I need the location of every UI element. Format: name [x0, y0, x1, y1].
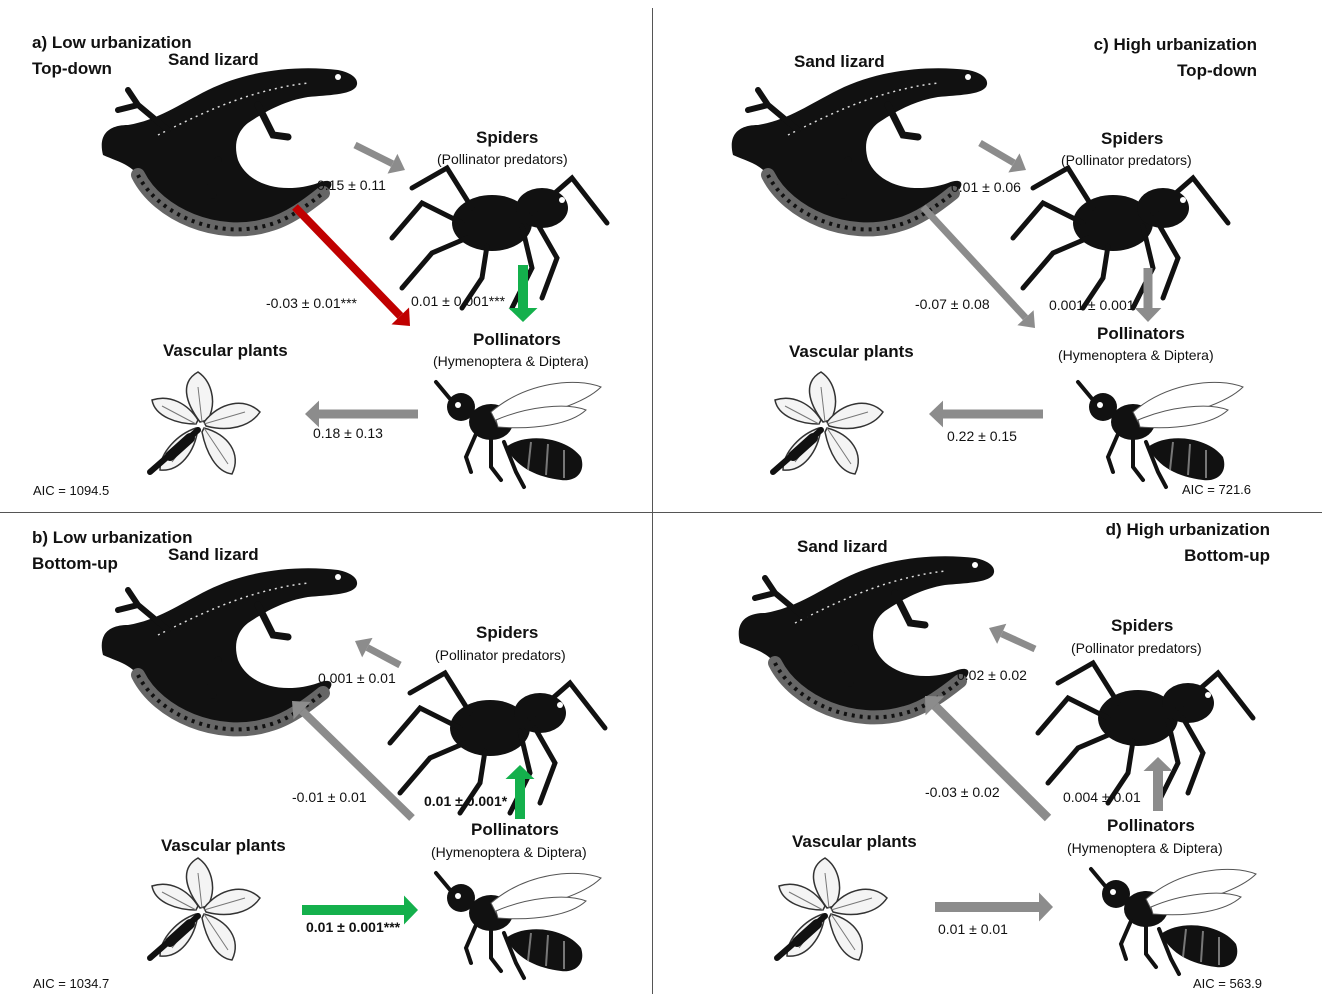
spiders-label: Spiders [1101, 129, 1163, 149]
coef-pollinator-spider: 0.004 ± 0.01 [1063, 789, 1141, 805]
lizard-label: Sand lizard [168, 545, 259, 565]
arrow-spider-pollinator [509, 265, 538, 322]
plants-label: Vascular plants [163, 341, 288, 361]
arrow-shaft [1002, 634, 1035, 649]
plants-label: Vascular plants [161, 836, 286, 856]
bee-icon [1078, 382, 1243, 487]
spiders-sublabel: (Pollinator predators) [1061, 152, 1192, 168]
coef-spider-pollinator: 0.01 ± 0.001*** [411, 293, 505, 309]
panel-title: c) High urbanization [1094, 32, 1257, 58]
spider-icon [1038, 663, 1253, 803]
coef-spider-pollinator: 0.001 ± 0.001 [1049, 297, 1135, 313]
arrow-lizard-spider [355, 145, 405, 174]
panel-subtitle: Bottom-up [32, 551, 118, 577]
arrow-shaft [367, 648, 400, 665]
flower-icon [777, 858, 887, 960]
plants-label: Vascular plants [792, 832, 917, 852]
panel-a: a) Low urbanization Top-down Sand lizard… [0, 0, 652, 512]
coef-lizard-pollinator: -0.07 ± 0.08 [915, 296, 990, 312]
arrow-head [404, 896, 418, 925]
arrow-head [1135, 308, 1162, 322]
coef-spider-lizard: 0.001 ± 0.01 [318, 670, 396, 686]
arrow-lizard-spider [980, 143, 1026, 172]
spider-icon [392, 168, 607, 308]
coef-lizard-pollinator: -0.03 ± 0.01*** [266, 295, 357, 311]
panel-title: d) High urbanization [1106, 517, 1270, 543]
panel-d: d) High urbanization Bottom-up Sand liza… [653, 513, 1322, 994]
arrow-shaft [980, 143, 1014, 163]
spiders-sublabel: (Pollinator predators) [437, 151, 568, 167]
lizard-icon [102, 68, 357, 229]
coef-pollinator-lizard: -0.03 ± 0.02 [925, 784, 1000, 800]
lizard-label: Sand lizard [797, 537, 888, 557]
arrow-head [305, 401, 319, 428]
arrow-pollinator-plants [305, 401, 418, 428]
pollinators-label: Pollinators [1107, 816, 1195, 836]
arrow-head [509, 308, 538, 322]
aic-value: AIC = 1094.5 [33, 483, 109, 498]
coef-pollinator-plants: 0.18 ± 0.13 [313, 425, 383, 441]
bee-icon [1091, 869, 1256, 974]
arrow-head [1144, 757, 1173, 771]
coef-lizard-spider: 0.01 ± 0.06 [951, 179, 1021, 195]
arrow-head [929, 401, 943, 428]
coef-lizard-spider: 0.15 ± 0.11 [317, 177, 386, 193]
lizard-icon [102, 568, 357, 729]
panel-subtitle: Bottom-up [1184, 543, 1270, 569]
arrow-head [1039, 893, 1053, 922]
lizard-icon [739, 556, 994, 717]
aic-value: AIC = 721.6 [1182, 482, 1251, 497]
spiders-label: Spiders [476, 623, 538, 643]
aic-value: AIC = 563.9 [1193, 976, 1262, 991]
pollinators-label: Pollinators [473, 330, 561, 350]
spiders-label: Spiders [476, 128, 538, 148]
panel-subtitle: Top-down [1177, 58, 1257, 84]
spider-icon [1013, 168, 1228, 308]
bee-icon [436, 873, 601, 978]
flower-icon [150, 372, 260, 474]
flower-icon [773, 372, 883, 474]
arrow-plants-pollinator [935, 893, 1053, 922]
pollinators-sublabel: (Hymenoptera & Diptera) [431, 844, 587, 860]
spiders-sublabel: (Pollinator predators) [1071, 640, 1202, 656]
coef-plants-pollinator: 0.01 ± 0.01 [938, 921, 1008, 937]
spider-icon [390, 673, 605, 813]
coef-pollinator-plants: 0.22 ± 0.15 [947, 428, 1017, 444]
flower-icon [150, 858, 260, 960]
coef-pollinator-lizard: -0.01 ± 0.01 [292, 789, 367, 805]
aic-value: AIC = 1034.7 [33, 976, 109, 991]
arrow-shaft [935, 706, 1048, 818]
pollinators-sublabel: (Hymenoptera & Diptera) [433, 353, 589, 369]
pollinators-label: Pollinators [471, 820, 559, 840]
arrow-spider-lizard [989, 624, 1035, 649]
spiders-label: Spiders [1111, 616, 1173, 636]
bee-icon [436, 382, 601, 487]
pollinators-sublabel: (Hymenoptera & Diptera) [1058, 347, 1214, 363]
panel-subtitle: Top-down [32, 56, 112, 82]
lizard-label: Sand lizard [168, 50, 259, 70]
spiders-sublabel: (Pollinator predators) [435, 647, 566, 663]
arrow-spider-lizard [355, 638, 400, 665]
coef-plants-pollinator: 0.01 ± 0.001*** [306, 919, 400, 935]
panel-b: b) Low urbanization Bottom-up Sand lizar… [0, 513, 652, 994]
panel-c: c) High urbanization Top-down Sand lizar… [653, 0, 1322, 512]
coef-spider-lizard: 0.02 ± 0.02 [957, 667, 1027, 683]
arrow-shaft [355, 145, 392, 164]
pollinators-sublabel: (Hymenoptera & Diptera) [1067, 840, 1223, 856]
lizard-icon [732, 68, 987, 229]
coef-pollinator-spider: 0.01 ± 0.001* [424, 793, 507, 809]
arrow-pollinator-plants [929, 401, 1043, 428]
plants-label: Vascular plants [789, 342, 914, 362]
pollinators-label: Pollinators [1097, 324, 1185, 344]
lizard-label: Sand lizard [794, 52, 885, 72]
